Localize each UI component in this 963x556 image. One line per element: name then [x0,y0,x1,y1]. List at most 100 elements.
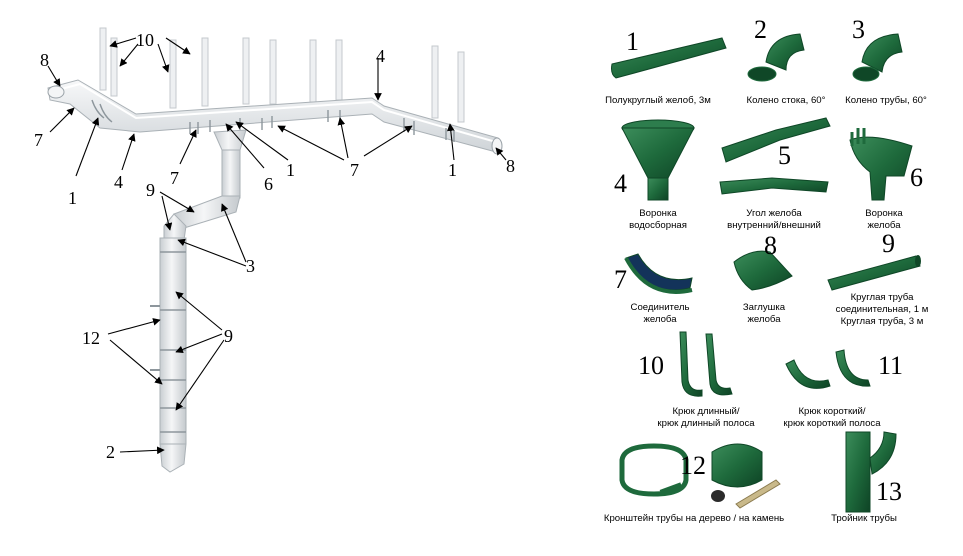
bracket-clip [659,482,683,496]
callout-1-left: 1 [68,188,77,208]
callout-7-left: 7 [34,130,43,150]
catalog-num-3: 3 [852,15,865,44]
catalog-item-13: 13 Тройник трубы [831,431,902,524]
catalog-label-9-line3: Круглая труба, 3 м [841,316,924,327]
hook-post [431,45,439,119]
hook-post [99,27,107,91]
callout-1-mid: 1 [286,160,295,180]
catalog-label-4-line1: Воронка [639,208,677,219]
hook-post [309,39,317,103]
callout-arrows [47,37,507,455]
callout-10: 10 [136,30,154,50]
gutter-funnel-teeth [850,128,866,146]
bracket-pin [735,479,781,509]
catalog-num-13: 13 [876,477,902,506]
bracket-plug [711,490,725,502]
catalog-label-11-line2: крюк короткий полоса [783,418,881,429]
callout-9-top: 9 [146,180,155,200]
callout-labels: 10 8 7 1 4 4 7 6 1 7 1 8 9 3 12 9 2 [34,30,515,462]
pipe-elbow-opening [852,66,880,82]
callout-9-bottom: 9 [224,326,233,346]
gutter-end-cap-right [491,137,503,155]
tee-main-image [845,431,871,513]
catalog-num-5: 5 [778,141,791,170]
gutter-body [47,79,499,153]
catalog-item-8: 8 Заглушка желоба [733,231,793,325]
catalog-num-2: 2 [754,15,767,44]
catalog-num-7: 7 [614,265,627,294]
catalog-item-3: 3 Колено трубы, 60° [845,15,927,106]
hook-post [242,37,250,105]
catalog-item-5: 5 Угол желоба внутренний/внешний [719,117,831,231]
connector-edge [624,257,693,294]
hook-post [169,39,177,109]
callout-8-left: 8 [40,50,49,70]
catalog-item-1: 1 Полукруглый желоб, 3м [605,27,727,106]
catalog-label-1: Полукруглый желоб, 3м [605,95,711,106]
gutter-corner-upper-image [721,117,831,163]
catalog-label-8-line2: желоба [747,314,781,325]
hook-post [269,39,277,105]
long-hooks-group [99,27,465,123]
pipe-brackets [150,305,160,371]
short-hook-strip-image [835,349,871,387]
parts-catalog: 1 Полукруглый желоб, 3м 2 Колено стока, … [604,15,928,524]
callout-1-right: 1 [448,160,457,180]
catalog-num-11: 11 [878,351,903,380]
catalog-num-4: 4 [614,169,627,198]
short-hook-image [785,359,831,389]
catalog-item-10: 10 Крюк длинный/ крюк длинный полоса [638,331,755,429]
round-pipe-image [827,255,921,291]
end-cap-image [733,250,793,291]
catalog-label-6-line2: желоба [867,220,901,231]
gutter-rim [49,82,497,143]
catalog-label-13: Тройник трубы [831,513,897,524]
catalog-item-9: 9 Круглая труба соединительная, 1 м Круг… [827,229,928,327]
callout-3: 3 [246,256,255,276]
callout-12: 12 [82,328,100,348]
catalog-label-10-line1: Крюк длинный/ [672,406,739,417]
hook-post [201,37,209,107]
gutter-funnel-image [849,136,913,201]
catalog-item-6: 6 Воронка желоба [849,128,923,231]
pipe-bracket-stone-image [711,443,763,488]
catalog-label-10-line2: крюк длинный полоса [657,418,755,429]
hook-post [457,51,465,123]
callout-4-left: 4 [114,172,123,192]
long-hook-strip-image [705,333,733,396]
catalog-label-11-line1: Крюк короткий/ [798,406,865,417]
catalog-num-9: 9 [882,229,895,258]
collector-funnel-neck [647,177,669,201]
callout-2: 2 [106,442,115,462]
collector-funnel-image [621,127,695,179]
catalog-num-1: 1 [626,27,639,56]
callout-7-mid: 7 [170,168,179,188]
catalog-label-7-line1: Соединитель [631,302,690,313]
downpipe-rings [160,251,186,433]
hook-post [110,37,118,97]
catalog-label-9-line1: Круглая труба [851,292,914,303]
gutter-end-cap-left [47,85,65,99]
catalog-label-12: Кронштейн трубы на дерево / на камень [604,513,784,524]
catalog-num-6: 6 [910,163,923,192]
catalog-num-10: 10 [638,351,664,380]
tee-branch-image [869,431,897,475]
hook-post [335,39,343,101]
gutter-3m-image [611,37,727,79]
drain-elbow-opening [747,66,777,82]
catalog-label-7-line2: желоба [643,314,677,325]
long-hook-image [679,331,703,397]
catalog-item-12: 12 Кронштейн трубы на дерево / на камень [604,443,784,524]
catalog-label-2: Колено стока, 60° [747,95,826,106]
callout-8-right: 8 [506,156,515,176]
catalog-label-8-line1: Заглушка [743,302,786,313]
catalog-label-4-line2: водосборная [629,220,687,231]
pipe-elbow-image [861,33,903,73]
drain-elbow [159,443,187,473]
callout-4-right: 4 [376,46,385,66]
catalog-item-4: 4 Воронка водосборная [614,119,695,231]
catalog-item-2: 2 Колено стока, 60° [747,15,826,106]
catalog-num-8: 8 [764,231,777,260]
downpipe [159,237,187,445]
